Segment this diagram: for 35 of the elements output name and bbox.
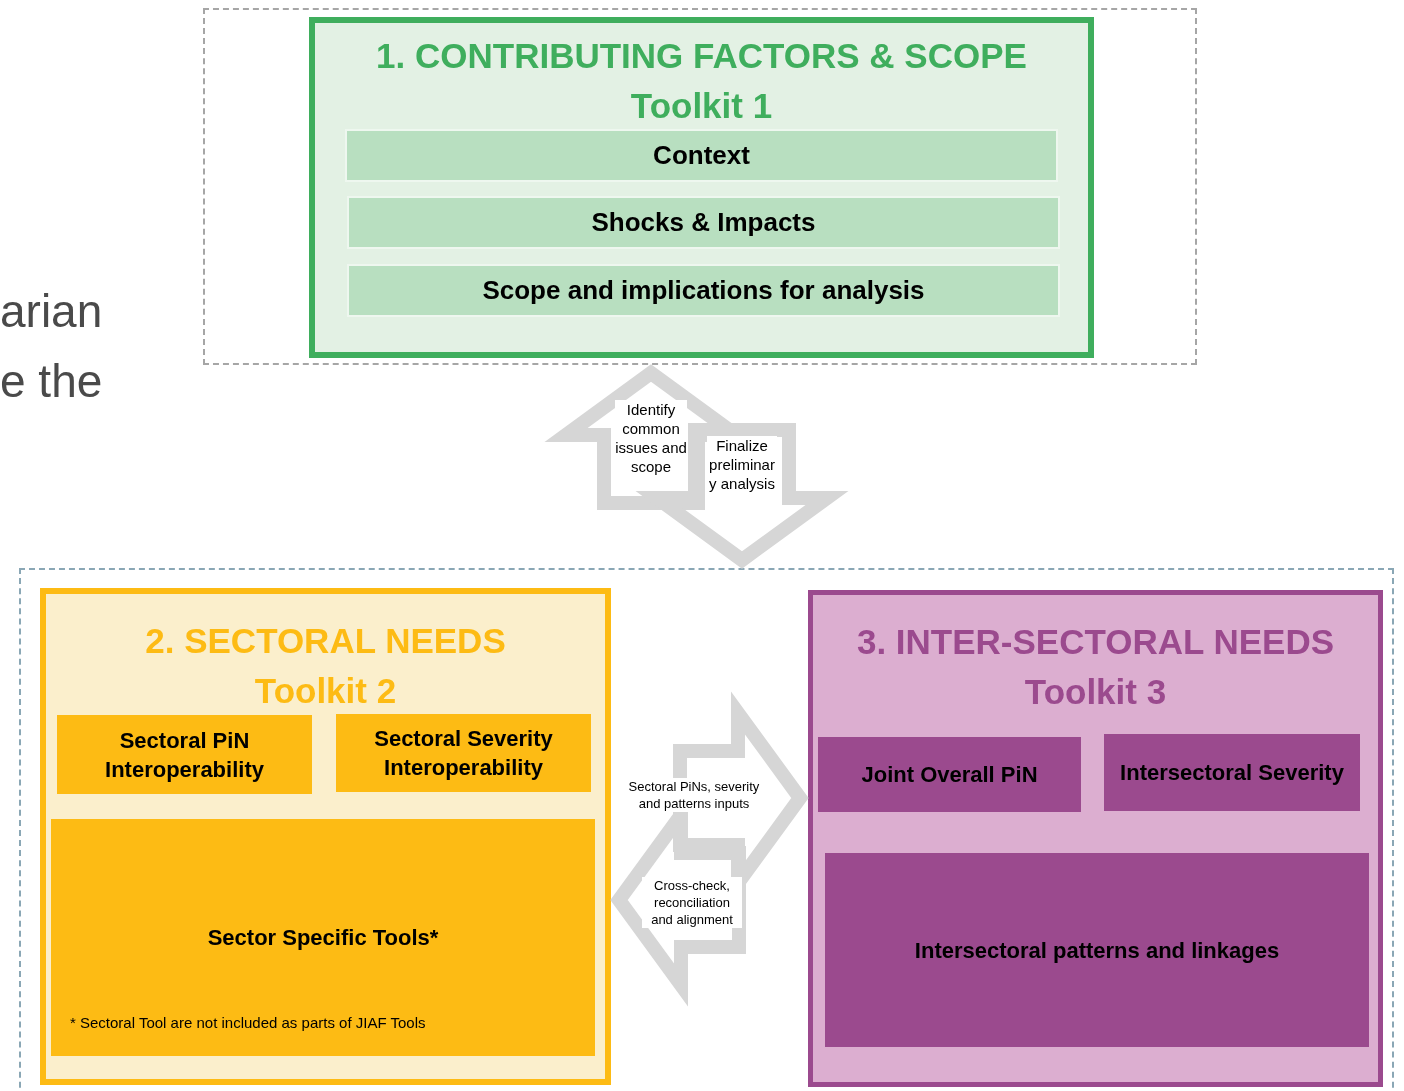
component-bar — [347, 196, 1060, 249]
dashed-group-box — [203, 8, 1197, 365]
component-box — [336, 714, 591, 792]
component-box — [825, 853, 1369, 1047]
toolkit-label: Toolkit 3 — [1024, 671, 1167, 713]
box-label: Shocks & Impacts — [591, 206, 816, 239]
box-label: Context — [653, 139, 750, 172]
footnote: * Sectoral Tool are not included as parts of JIAF Tools — [70, 1012, 426, 1033]
panel-title: 2. SECTORAL NEEDS — [145, 620, 506, 662]
component-bar — [347, 264, 1060, 317]
toolkit-panel — [309, 17, 1094, 358]
box-label: Intersectoral patterns and linkages — [914, 936, 1280, 965]
toolkit-panel — [808, 590, 1383, 1087]
component-box — [1104, 734, 1360, 811]
box-label: Scope and implications for analysis — [482, 274, 925, 307]
component-box — [818, 737, 1081, 812]
box-label: Joint Overall PiN — [861, 761, 1038, 789]
toolkit-label: Toolkit 2 — [254, 670, 397, 712]
cut-off-text: e the — [0, 354, 103, 409]
toolkit-label: Toolkit 1 — [630, 85, 773, 127]
edge-label: Cross-check, reconciliation and alignment — [642, 877, 742, 928]
panel-title: 1. CONTRIBUTING FACTORS & SCOPE — [376, 35, 1027, 77]
box-label: Sectoral Severity Interoperability — [373, 725, 554, 782]
toolkit-panel — [40, 588, 611, 1085]
panel-title: 3. INTER-SECTORAL NEEDS — [856, 621, 1335, 663]
cut-off-text: arian — [0, 284, 103, 339]
edge-label: Identify common issues and scope — [615, 400, 687, 476]
component-box — [57, 715, 312, 794]
box-label: Sector Specific Tools* — [207, 924, 439, 952]
component-bar — [345, 129, 1058, 182]
box-label: Sectoral PiN Interoperability — [104, 726, 265, 784]
box-label: Intersectoral Severity — [1120, 759, 1344, 787]
component-box — [51, 819, 595, 1056]
block-arrow — [635, 423, 849, 569]
edge-label: Finalize preliminary analysis — [707, 436, 777, 493]
